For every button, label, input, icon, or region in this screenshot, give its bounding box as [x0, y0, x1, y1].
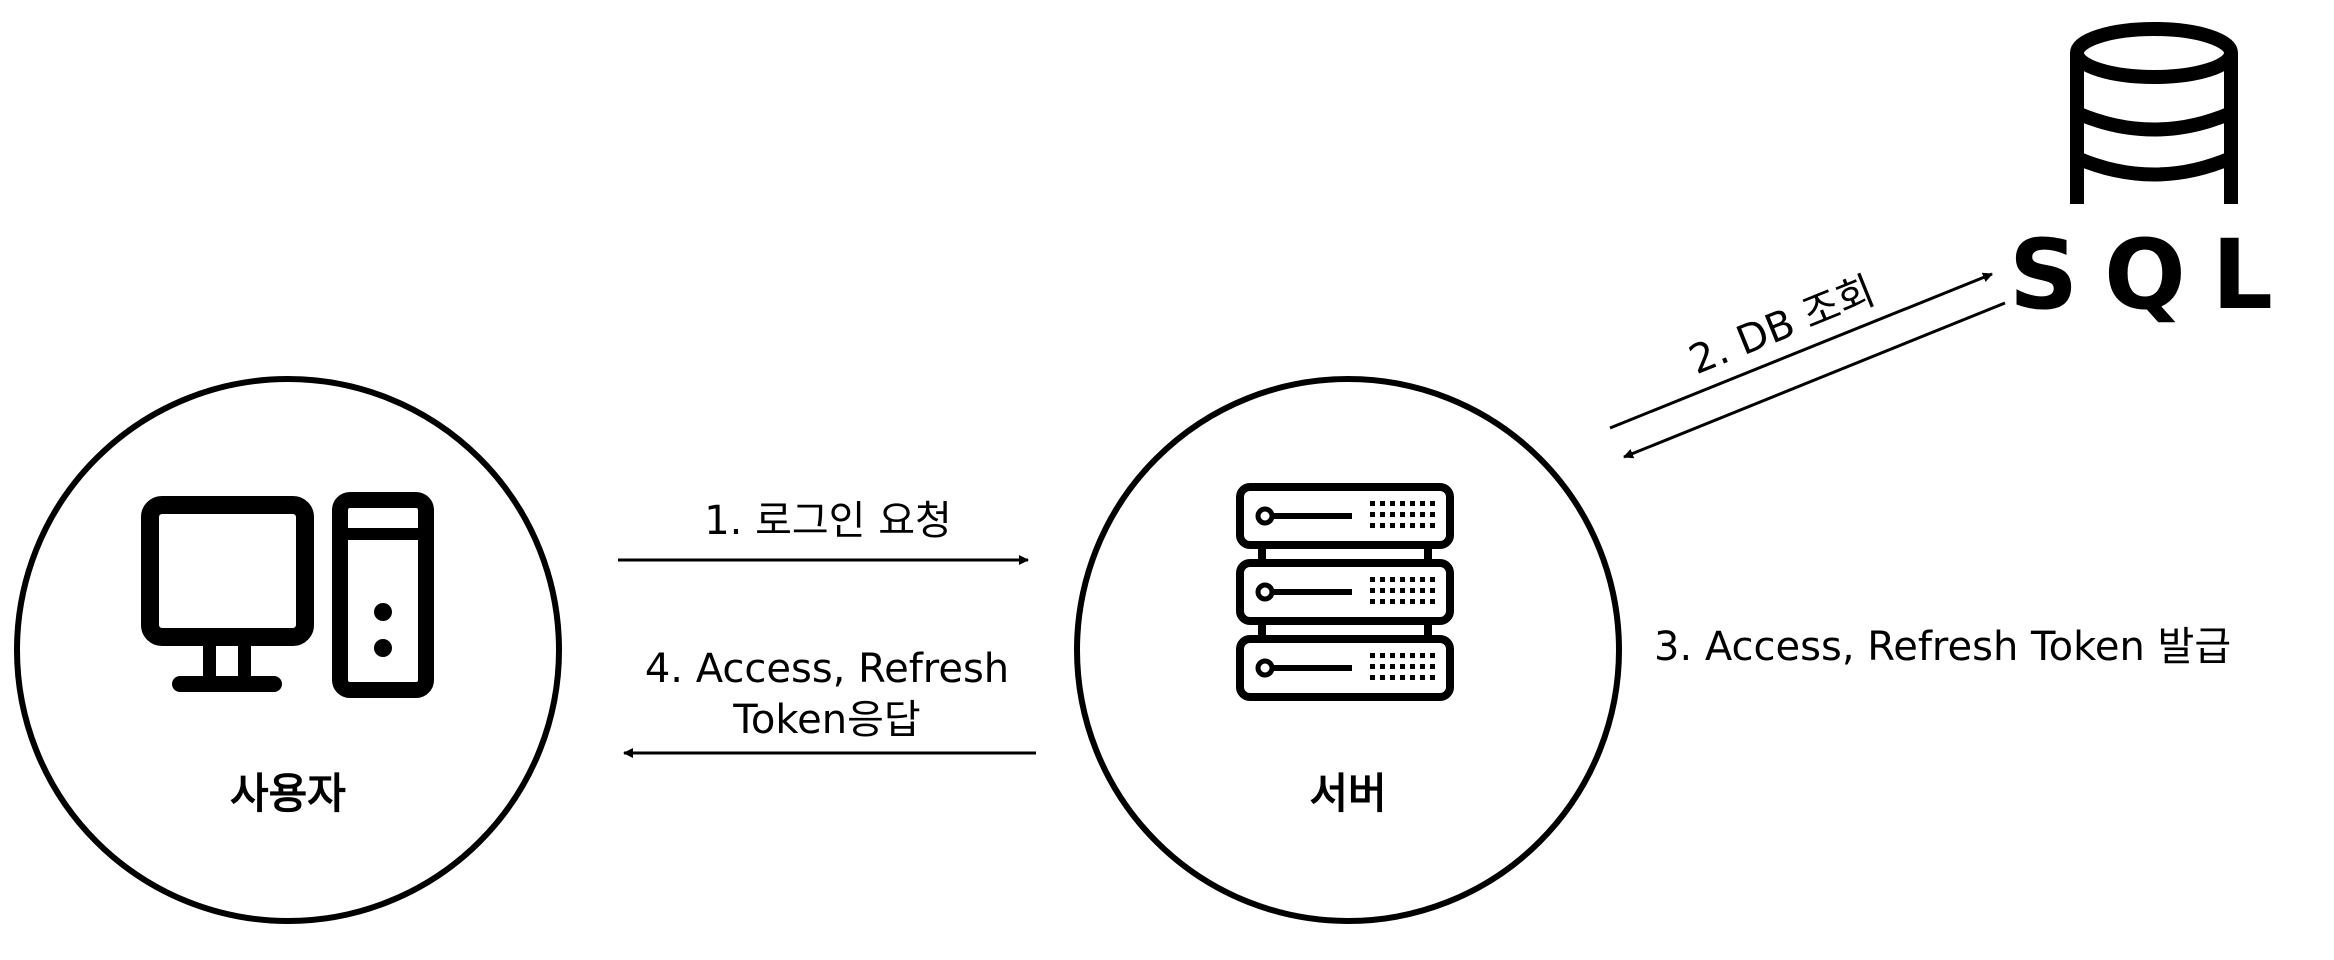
token-response-label-line2: Token응답	[732, 697, 920, 743]
vent-dot	[1400, 675, 1405, 680]
vent-dot	[1390, 512, 1395, 517]
vent-dot	[1430, 588, 1435, 593]
database-node-label: SQL	[2009, 219, 2299, 331]
vent-dot	[1400, 501, 1405, 506]
vent-dot	[1400, 577, 1405, 582]
database-icon	[2070, 22, 2238, 204]
vent-dot	[1400, 599, 1405, 604]
vent-dot	[1410, 664, 1415, 669]
vent-dot	[1390, 577, 1395, 582]
vent-dot	[1370, 523, 1375, 528]
vent-dot	[1380, 653, 1385, 658]
vent-dot	[1420, 653, 1425, 658]
vent-dot	[1380, 523, 1385, 528]
vent-dot	[1370, 675, 1375, 680]
vent-dot	[1430, 512, 1435, 517]
database-node: SQL	[2009, 22, 2299, 331]
vent-dot	[1390, 675, 1395, 680]
vent-dot	[1380, 675, 1385, 680]
server-node: 서버	[1074, 376, 1622, 924]
vent-dot	[1410, 599, 1415, 604]
vent-dot	[1380, 512, 1385, 517]
vent-dot	[1390, 653, 1395, 658]
vent-dot	[1370, 664, 1375, 669]
user-node-label: 사용자	[230, 769, 346, 818]
vent-dot	[1390, 501, 1395, 506]
vent-dot	[1390, 588, 1395, 593]
vent-dot	[1410, 588, 1415, 593]
user-node: 사용자	[14, 376, 562, 924]
vent-dot	[1430, 501, 1435, 506]
vent-dot	[1370, 599, 1375, 604]
db-return-arrow	[1623, 301, 2006, 459]
vent-dot	[1420, 675, 1425, 680]
vent-dot	[1370, 512, 1375, 517]
vent-dot	[1410, 523, 1415, 528]
vent-dot	[1420, 501, 1425, 506]
db-query-arrow	[1609, 272, 1993, 430]
vent-dot	[1380, 588, 1385, 593]
vent-dot	[1370, 588, 1375, 593]
edge-login-request: 1. 로그인 요청	[618, 498, 1029, 565]
vent-dot	[1380, 599, 1385, 604]
vent-dot	[1430, 523, 1435, 528]
desktop-computer-icon	[141, 492, 434, 698]
vent-dot	[1420, 588, 1425, 593]
vent-dot	[1400, 653, 1405, 658]
vent-dot	[1380, 501, 1385, 506]
vent-dot	[1390, 664, 1395, 669]
vent-dot	[1400, 588, 1405, 593]
vent-dot	[1430, 675, 1435, 680]
edge-token-issue: 3. Access, Refresh Token 발급	[1654, 624, 2231, 670]
vent-dot	[1410, 501, 1415, 506]
user-node-circle	[14, 376, 562, 924]
vent-dot	[1420, 577, 1425, 582]
server-node-label: 서버	[1309, 769, 1386, 818]
vent-dot	[1370, 653, 1375, 658]
token-issue-label: 3. Access, Refresh Token 발급	[1654, 624, 2231, 670]
vent-dot	[1410, 577, 1415, 582]
edge-db-query: 2. DB 조회	[1609, 268, 2006, 459]
vent-dot	[1400, 664, 1405, 669]
vent-dot	[1390, 523, 1395, 528]
edge-token-response: 4. Access, Refresh Token응답	[623, 646, 1036, 758]
vent-dot	[1430, 664, 1435, 669]
vent-dot	[1410, 675, 1415, 680]
vent-dot	[1420, 599, 1425, 604]
vent-dot	[1410, 512, 1415, 517]
vent-dot	[1380, 664, 1385, 669]
vent-dot	[1430, 653, 1435, 658]
vent-dot	[1420, 523, 1425, 528]
vent-dot	[1370, 577, 1375, 582]
vent-dot	[1400, 523, 1405, 528]
vent-dot	[1420, 512, 1425, 517]
vent-dot	[1420, 664, 1425, 669]
vent-dot	[1380, 577, 1385, 582]
server-node-circle	[1074, 376, 1622, 924]
login-request-label: 1. 로그인 요청	[704, 498, 952, 544]
vent-dot	[1430, 577, 1435, 582]
token-response-label-line1: 4. Access, Refresh	[645, 646, 1009, 692]
vent-dot	[1430, 599, 1435, 604]
vent-dot	[1390, 599, 1395, 604]
vent-dot	[1410, 653, 1415, 658]
vent-dot	[1400, 512, 1405, 517]
server-rack-icon	[1236, 483, 1454, 701]
vent-dot	[1370, 501, 1375, 506]
